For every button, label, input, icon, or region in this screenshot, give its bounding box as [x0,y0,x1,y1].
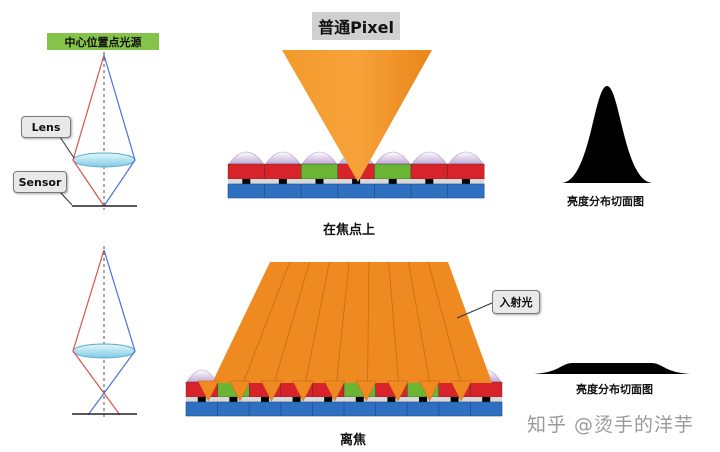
ray-blue-upper [103,54,136,161]
microlens-focus-cone [292,380,314,402]
photodiode-marker [197,397,206,402]
photodiode-marker [278,179,287,184]
photodiode-marker [355,397,364,402]
microlens [374,151,411,165]
sensor-callout-line [59,191,73,206]
photodiode-marker [324,397,333,402]
brightness-profile-flat [534,363,690,374]
profile-caption-focused: 亮度分布切面图 [567,195,644,208]
incident-light-stripe [427,261,462,384]
incident-light-callout-line [456,302,493,319]
photodiode-marker [352,179,361,184]
incident-light-stripe [304,261,330,384]
incident-light-stripe [388,261,400,384]
photodiode-marker [261,397,269,402]
microlens [448,151,484,165]
photodiode-marker [292,397,301,402]
ray-red-upper [72,249,105,352]
incident-light-body [212,262,492,383]
ray-blue-upper [103,249,136,352]
brightness-profile-sharp [561,86,653,183]
color-filter-green [301,163,339,180]
color-filter-red [410,163,448,180]
color-filter-red [447,163,485,180]
sensor-label: Sensor [13,171,67,193]
light-cone-focused [282,50,432,182]
defocus-caption: 离焦 [340,433,367,448]
incident-light-stripes [242,261,462,384]
microlens [186,369,218,383]
ray-blue-lower [87,350,136,416]
color-filter-red [470,381,503,398]
lens-label: Lens [21,116,71,138]
color-filter-red [264,163,302,180]
ray-blue-lower [103,159,136,207]
microlens-focus-cone [197,380,220,402]
photodiode-marker [482,397,491,402]
microlens-focus-cone [323,380,346,402]
color-filter-green [374,163,412,180]
microlens [228,151,265,165]
photodiode-marker [315,179,324,184]
silicon-substrate [227,183,485,199]
ray-red-lower [72,159,105,207]
microlens-focus-cone [229,380,251,402]
microlens-focus-cone [418,380,441,402]
photodiode-marker [388,179,397,184]
microlens [265,151,301,165]
microlens-focus-cone [260,380,283,402]
incident-light-stripe [367,261,370,384]
microlens-focus-cone [355,380,378,402]
incident-light-stripe [273,261,310,384]
profile-caption-defocused: 亮度分布切面图 [576,383,653,396]
ray-red-lower [72,350,121,416]
watermark-text: 知乎 @烫手的洋芋 [527,414,695,436]
color-filter-red [227,163,265,180]
center-light-source-label: 中心位置点光源 [47,33,159,50]
photodiode-marker [461,179,470,184]
metal-layer [186,397,502,402]
lens-shape [72,343,136,359]
microlens [301,151,338,165]
photodiode-marker [387,397,396,402]
lens-diagram-defocused [72,246,137,418]
microlens-focus-cones [197,380,472,402]
incident-light-stripe [336,261,350,384]
photodiode-marker [425,179,434,184]
lens-callout-line [59,136,75,159]
title-normal-pixel: 普通Pixel [312,12,400,40]
microlens-focus-cone [387,380,409,402]
photodiode-marker [229,397,238,402]
microlens [411,151,448,165]
in-focus-caption: 在焦点上 [323,223,376,238]
ray-red-upper [72,54,105,161]
photodiode-marker [419,397,427,402]
incident-light-label: 入射光 [492,290,540,314]
photodiode-marker [242,179,251,184]
incident-light-stripe [242,261,291,384]
lens-shape [72,152,136,168]
microlens-focus-cone [450,380,472,402]
incident-light-defocused [212,261,492,384]
lens-diagram-focused [59,52,137,210]
incident-light-stripe [408,261,431,384]
photodiode-marker [450,397,459,402]
